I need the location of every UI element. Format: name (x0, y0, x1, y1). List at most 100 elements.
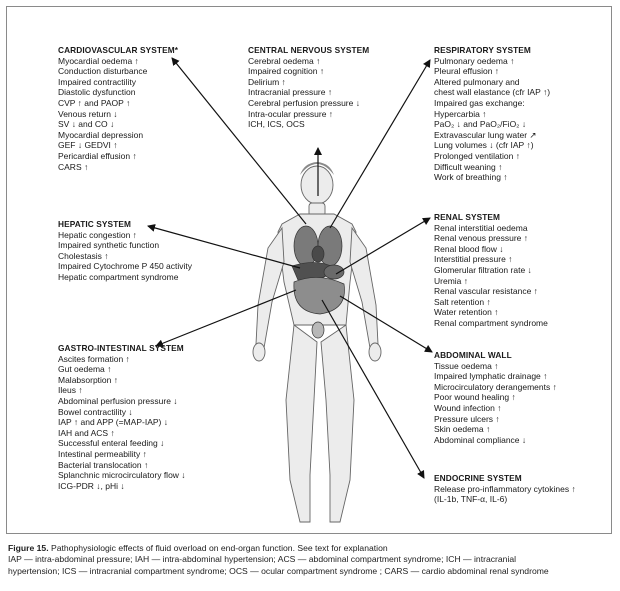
effect-item: Wound infection ↑ (434, 402, 502, 413)
effect-item: Intra-ocular pressure ↑ (248, 108, 334, 119)
gi-title: GASTRO-INTESTINAL SYSTEM (58, 343, 184, 353)
caption-text-1: Pathophysiologic effects of fluid overlo… (48, 543, 388, 553)
effect-item: Impaired gas exchange: (434, 97, 525, 108)
resp-title: RESPIRATORY SYSTEM (434, 45, 531, 55)
effect-item: ICH, ICS, OCS (248, 119, 305, 130)
effect-item: Successful enteral feeding ↓ (58, 438, 165, 449)
effect-item: Renal compartment syndrome (434, 317, 548, 328)
effect-item: Splanchnic microcirculatory flow ↓ (58, 470, 186, 481)
effect-item: Difficult weaning ↑ (434, 161, 503, 172)
effect-item: Glomerular filtration rate ↓ (434, 264, 532, 275)
effect-item: Impaired contractility (58, 76, 136, 87)
effect-item: Tissue oedema ↑ (434, 360, 499, 371)
effect-item: Lung volumes ↓ (cfr IAP ↑) (434, 140, 534, 151)
effect-item: Abdominal perfusion pressure ↓ (58, 395, 178, 406)
caption-text-3: hypertension; ICS — intracranial compart… (8, 565, 549, 576)
internal-organs (291, 225, 345, 339)
effect-item: IAP ↑ and APP (=MAP-IAP) ↓ (58, 417, 168, 428)
effect-item: Renal venous pressure ↑ (434, 233, 529, 244)
effect-item: Diastolic dysfunction (58, 87, 136, 98)
effect-item: Work of breathing ↑ (434, 172, 508, 183)
cns-title: CENTRAL NERVOUS SYSTEM (248, 45, 370, 55)
human-body-figure (252, 162, 382, 523)
figure-caption: Figure 15. Pathophysiologic effects of f… (8, 543, 614, 577)
cardiovascular-block: CARDIOVASCULAR SYSTEM* Myocardial oedema… (58, 45, 178, 172)
effect-item: Gut oedema ↑ (58, 364, 112, 375)
effect-item: Cerebral perfusion pressure ↓ (248, 97, 360, 108)
cardio-title: CARDIOVASCULAR SYSTEM* (58, 45, 179, 55)
arrow-cardio (171, 57, 307, 225)
effect-item: Extravascular lung water ↗ (434, 129, 537, 140)
effect-item: Pressure ulcers ↑ (434, 413, 500, 424)
effect-item: Microcirculatory derangements ↑ (434, 381, 557, 392)
effect-item: Impaired cognition ↑ (248, 66, 325, 77)
effect-item: Myocardial oedema ↑ (58, 55, 139, 66)
arrow-abdwall (339, 295, 433, 353)
effect-item: GEF ↓ GEDVI ↑ (58, 140, 118, 151)
effect-item: Impaired lymphatic drainage ↑ (434, 371, 548, 382)
effect-item: CVP ↑ and PAOP ↑ (58, 97, 131, 108)
effect-item: CARS ↑ (58, 161, 89, 172)
caption-text-2: IAP — intra-abdominal pressure; IAH — in… (8, 554, 517, 565)
effect-item: Delirium ↑ (248, 76, 286, 87)
effect-item: (IL-1b, TNF-α, IL-6) (434, 494, 508, 505)
effect-item: Altered pulmonary and (434, 76, 520, 87)
connector-arrows (147, 57, 433, 479)
effect-item: ICG-PDR ↓, pHi ↓ (58, 480, 125, 491)
endocrine-block: ENDOCRINE SYSTEM Release pro-inflammator… (434, 473, 576, 505)
effect-item: Uremia ↑ (434, 275, 469, 286)
effect-item: Intestinal permeability ↑ (58, 448, 147, 459)
effect-item: Hepatic congestion ↑ (58, 229, 137, 240)
effect-item: Pericardial effusion ↑ (58, 150, 137, 161)
arrow-resp (329, 59, 431, 229)
effect-item: Poor wound healing ↑ (434, 392, 516, 403)
effect-item: Malabsorption ↑ (58, 374, 119, 385)
effect-item: SV ↓ and CO ↓ (58, 119, 115, 130)
effect-item: Pulmonary oedema ↑ (434, 55, 515, 66)
effect-item: Venous return ↓ (58, 108, 118, 119)
effect-item: Myocardial depression (58, 129, 144, 140)
abdwall-title: ABDOMINAL WALL (434, 350, 512, 360)
cns-block: CENTRAL NERVOUS SYSTEM Cerebral oedema ↑… (248, 45, 369, 130)
effect-item: IAH and ACS ↑ (58, 427, 115, 438)
effect-item: Hypercarbia ↑ (434, 108, 487, 119)
effect-item: Ileus ↑ (58, 385, 83, 396)
hepatic-title: HEPATIC SYSTEM (58, 219, 132, 229)
arrow-renal (335, 217, 431, 275)
effect-item: Cholestasis ↑ (58, 250, 109, 261)
effect-item: Intracranial pressure ↑ (248, 87, 333, 98)
effect-item: PaO₂ ↓ and PaO₂/FiO₂ ↓ (434, 119, 527, 130)
effect-item: Ascites formation ↑ (58, 353, 130, 364)
caption-title: Figure 15. (8, 543, 49, 553)
effect-item: Water retention ↑ (434, 307, 499, 318)
hepatic-block: HEPATIC SYSTEM Hepatic congestion ↑Impai… (58, 219, 192, 283)
renal-title: RENAL SYSTEM (434, 212, 501, 222)
effect-item: Impaired Cytochrome P 450 activity (58, 261, 193, 272)
effect-item: Salt retention ↑ (434, 296, 491, 307)
effect-item: chest wall elastance (cfr IAP ↑) (434, 87, 551, 98)
gastro-intestinal-block: GASTRO-INTESTINAL SYSTEM Ascites formati… (58, 343, 186, 491)
effect-item: Release pro-inflammatory cytokines ↑ (434, 483, 576, 494)
arrow-endo (321, 299, 425, 479)
effect-item: Pleural effusion ↑ (434, 66, 500, 77)
effect-item: Skin oedema ↑ (434, 424, 491, 435)
effect-item: Bowel contractility ↓ (58, 406, 133, 417)
respiratory-block: RESPIRATORY SYSTEM Pulmonary oedema ↑Ple… (434, 45, 550, 183)
effect-item: Abdominal compliance ↓ (434, 434, 527, 445)
effect-item: Hepatic compartment syndrome (58, 271, 179, 282)
arrow-hepatic (147, 224, 301, 269)
effect-item: Cerebral oedema ↑ (248, 55, 321, 66)
effect-item: Renal blood flow ↓ (434, 243, 504, 254)
endo-title: ENDOCRINE SYSTEM (434, 473, 522, 483)
effect-item: Conduction disturbance (58, 66, 148, 77)
effect-item: Interstitial pressure ↑ (434, 254, 513, 265)
abdominal-wall-block: ABDOMINAL WALL Tissue oedema ↑Impaired l… (434, 350, 557, 445)
effect-item: Prolonged ventilation ↑ (434, 150, 521, 161)
arrow-gi (155, 289, 297, 348)
effect-item: Bacterial translocation ↑ (58, 459, 149, 470)
effect-item: Impaired synthetic function (58, 240, 160, 251)
effect-item: Renal interstitial oedema (434, 222, 528, 233)
effect-item: Renal vascular resistance ↑ (434, 286, 538, 297)
